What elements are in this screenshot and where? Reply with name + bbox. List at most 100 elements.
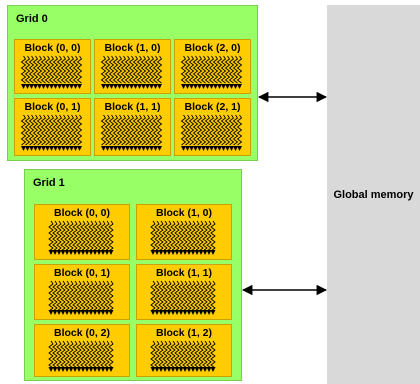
thread-squiggle	[96, 280, 102, 312]
thread-arrowhead	[145, 146, 150, 151]
thread-arrowhead	[69, 146, 74, 151]
thread-squiggle	[88, 340, 94, 369]
thread-squiggle	[20, 55, 27, 84]
thread-squiggle	[190, 220, 196, 252]
thread-arrowhead	[162, 367, 168, 372]
thread-arrowhead	[197, 146, 202, 151]
thread-squiggle	[104, 114, 111, 146]
thread-squiggle	[76, 114, 83, 146]
block-label: Block (0, 0)	[24, 42, 81, 54]
thread-squiggle	[206, 340, 212, 369]
thread-arrowhead	[154, 250, 160, 255]
thread-squiggle	[108, 55, 115, 84]
thread-squiggle	[166, 340, 172, 369]
thread-squiggle	[204, 114, 211, 146]
thread-arrowhead	[80, 250, 86, 255]
thread-arrowhead	[217, 146, 222, 151]
thread-arrowhead	[57, 84, 62, 89]
thread-arrowhead	[56, 310, 62, 315]
thread-squiggle	[152, 55, 159, 84]
thread-arrowhead	[77, 146, 82, 151]
thread-squiggle	[76, 220, 82, 252]
thread-squiggle	[64, 114, 71, 146]
thread-squiggle	[132, 114, 139, 146]
thread-arrowhead	[37, 84, 42, 89]
thread-arrowhead	[76, 250, 82, 255]
threads-icon	[180, 55, 243, 89]
thread-arrowhead	[170, 367, 176, 372]
thread-arrowhead	[193, 146, 198, 151]
thread-arrowhead	[154, 367, 160, 372]
thread-arrowhead	[158, 367, 164, 372]
thread-arrowhead	[198, 367, 204, 372]
thread-arrowhead	[182, 367, 188, 372]
thread-squiggle	[112, 114, 119, 146]
thread-arrowhead	[104, 250, 110, 255]
thread-arrowhead	[72, 367, 78, 372]
thread-arrowhead	[185, 84, 190, 89]
thread-squiggle	[96, 220, 102, 252]
thread-squiggle	[140, 114, 147, 146]
thread-arrowhead	[133, 84, 138, 89]
threads-icon	[180, 114, 243, 151]
thread-arrowhead	[190, 250, 196, 255]
grid-1-block-1-1: Block (1, 1)	[136, 264, 232, 320]
thread-arrowhead	[141, 84, 146, 89]
thread-squiggle	[212, 55, 219, 84]
thread-arrowhead	[150, 367, 156, 372]
thread-arrowhead	[121, 146, 126, 151]
thread-arrowhead	[201, 84, 206, 89]
thread-arrowhead	[170, 310, 176, 315]
thread-squiggle	[108, 340, 114, 369]
thread-arrowhead	[174, 250, 180, 255]
thread-arrowhead	[52, 250, 58, 255]
thread-squiggle	[32, 55, 39, 84]
thread-squiggle	[72, 340, 78, 369]
thread-arrowhead	[182, 250, 188, 255]
thread-squiggle	[212, 114, 219, 146]
thread-squiggle	[202, 340, 208, 369]
threads-icon	[48, 280, 114, 315]
thread-squiggle	[184, 55, 191, 84]
thread-squiggle	[68, 340, 74, 369]
thread-squiggle	[182, 280, 188, 312]
thread-squiggle	[136, 55, 143, 84]
thread-squiggle	[156, 55, 163, 84]
thread-arrowhead	[125, 84, 130, 89]
thread-arrowhead	[158, 310, 164, 315]
threads-icon	[100, 55, 163, 89]
block-label: Block (0, 1)	[53, 267, 111, 279]
thread-arrowhead	[189, 146, 194, 151]
thread-arrowhead	[52, 367, 58, 372]
block-label: Block (1, 0)	[104, 42, 161, 54]
block-label: Block (0, 0)	[53, 207, 111, 219]
thread-arrowhead	[166, 250, 172, 255]
thread-squiggle	[104, 220, 110, 252]
thread-arrowhead	[153, 146, 158, 151]
grid-1-block-1-2: Block (1, 2)	[136, 324, 232, 377]
thread-squiggle	[162, 280, 168, 312]
thread-arrowhead	[108, 367, 114, 372]
thread-arrowhead	[149, 84, 154, 89]
grid-1: Grid 1 Block (0, 0) Block (1, 0) Block (…	[24, 169, 242, 381]
thread-squiggle	[232, 55, 239, 84]
block-label: Block (1, 2)	[155, 327, 213, 339]
block-label: Block (1, 1)	[155, 267, 213, 279]
thread-squiggle	[192, 114, 199, 146]
thread-squiggle	[158, 220, 164, 252]
thread-arrowhead	[133, 146, 138, 151]
thread-squiggle	[170, 340, 176, 369]
thread-squiggle	[100, 280, 106, 312]
grid-0-block-0-0: Block (0, 0)	[14, 39, 91, 94]
thread-arrowhead	[189, 84, 194, 89]
thread-arrowhead	[137, 84, 142, 89]
thread-squiggle	[156, 114, 163, 146]
thread-arrowhead	[29, 84, 34, 89]
thread-arrowhead	[178, 367, 184, 372]
thread-squiggle	[150, 340, 156, 369]
thread-arrowhead	[61, 84, 66, 89]
thread-arrowhead	[213, 84, 218, 89]
thread-arrowhead	[109, 146, 114, 151]
thread-arrowhead	[77, 84, 82, 89]
